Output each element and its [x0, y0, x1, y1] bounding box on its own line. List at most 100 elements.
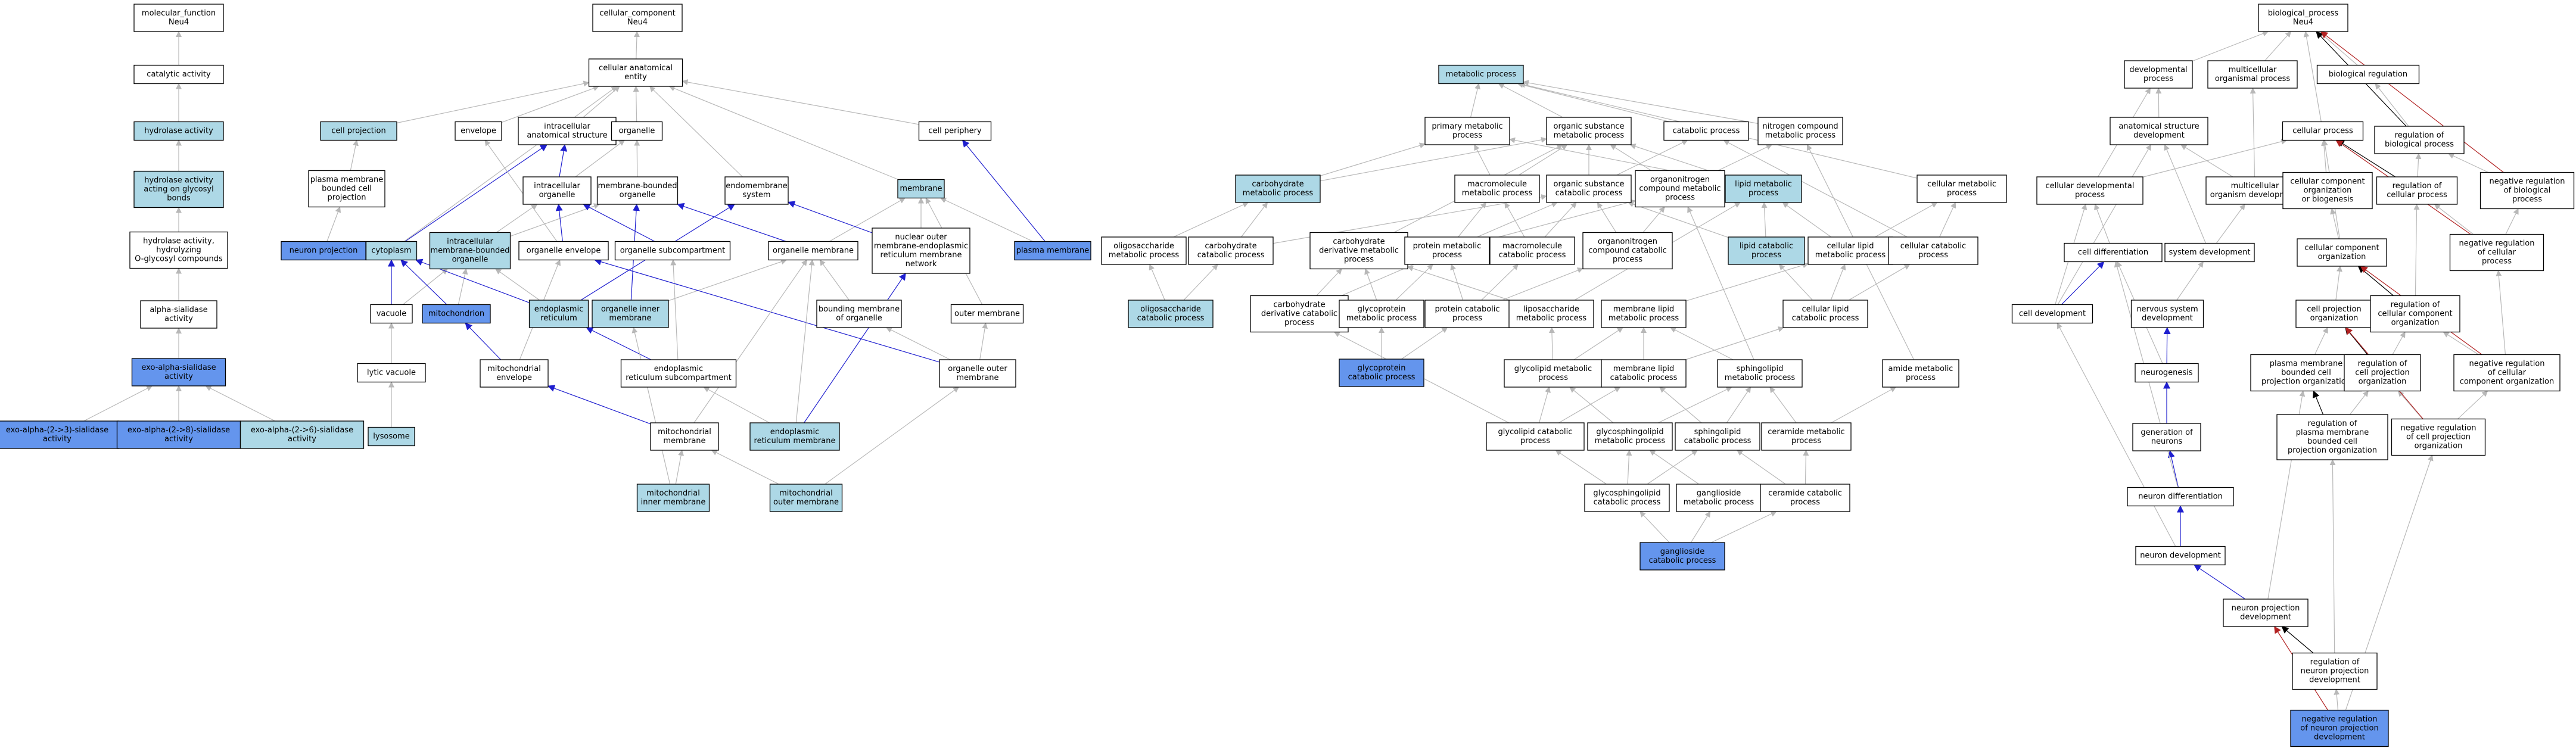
go-term-box — [1339, 300, 1424, 328]
edge-is-a — [2434, 204, 2474, 235]
edge-is-a — [583, 86, 620, 118]
go-term-box — [1489, 236, 1575, 265]
go-term-box — [2124, 60, 2193, 89]
edge-is-a — [1395, 264, 1433, 301]
edge-is-a — [2443, 331, 2479, 356]
go-term-label-line: lysosome — [373, 432, 409, 441]
edge-is-a — [940, 197, 1034, 242]
go-term-box — [1601, 300, 1687, 328]
edge-is-a — [501, 85, 599, 123]
edge-is-a — [1504, 202, 1525, 238]
go-term-label-line: network — [906, 260, 937, 269]
edge-is-a — [2335, 266, 2342, 301]
go-term-label-line: organelle — [539, 191, 575, 200]
go-term-label-line: Neu4 — [2293, 18, 2313, 27]
go-term-label-line: cellular developmental — [2046, 182, 2135, 191]
go-term-box — [2449, 233, 2544, 272]
edge-is-a — [2057, 322, 2176, 547]
go-term-label-line: neurogenesis — [2141, 369, 2192, 378]
edge-is-a — [326, 206, 341, 242]
go-term-label-line: membrane-endoplasmic — [874, 242, 968, 251]
edge-is-a — [1498, 83, 1563, 118]
edge-is-a — [2250, 88, 2256, 177]
go-term-node-lytic: lytic vacuole — [357, 363, 426, 383]
go-term-box — [1454, 174, 1540, 203]
go-term-label-line: nervous system — [2136, 305, 2198, 314]
go-term-node-lysosome: lysosome — [368, 426, 415, 447]
go-term-node-catalytic: catalytic activity — [133, 64, 224, 85]
go-term-label-line: cell projection — [2355, 369, 2409, 378]
go-term-box — [2011, 304, 2093, 324]
go-term-label-line: hydrolase activity — [144, 127, 213, 136]
go-term-label-line: process — [1432, 251, 1462, 260]
go-term-label-line: catabolic process — [1348, 373, 1415, 382]
go-term-label-line: development — [2309, 676, 2360, 685]
go-term-box — [368, 426, 415, 447]
go-term-box — [2282, 121, 2364, 141]
edge-is-a — [403, 86, 618, 242]
go-term-box — [1582, 232, 1673, 270]
go-term-box — [2282, 172, 2373, 210]
go-term-label-line: metabolic process — [1595, 437, 1666, 445]
go-term-label-line: cellular lipid — [1827, 242, 1874, 251]
edge-part-of — [586, 327, 652, 360]
edge-is-a — [2334, 688, 2340, 710]
go-term-node-organelle: organelle — [611, 121, 663, 141]
go-term-box — [1757, 117, 1843, 145]
go-term-box — [768, 241, 858, 261]
go-term-label-line: organic substance — [1554, 122, 1625, 131]
edge-part-of — [2167, 450, 2179, 488]
go-term-node-bioreg: biological regulation — [2316, 64, 2420, 85]
go-term-label-line: catabolic process — [1555, 189, 1623, 198]
edge-part-of — [583, 204, 655, 242]
go-term-label-line: of cell projection — [2406, 433, 2471, 442]
go-term-box — [950, 304, 1024, 324]
go-term-label-line: bounded cell — [2307, 437, 2357, 446]
edge-regulates — [2313, 390, 2324, 415]
go-term-label-line: outer membrane — [954, 310, 1020, 319]
edge-regulates — [2345, 327, 2368, 355]
go-term-label-line: sphingolipid — [1694, 428, 1741, 437]
go-term-label-line: membrane lipid — [1613, 364, 1675, 373]
go-term-box — [522, 176, 592, 205]
go-term-box — [588, 58, 683, 87]
edge-is-a — [2329, 459, 2336, 653]
go-term-label-line: negative regulation — [2301, 715, 2377, 724]
go-term-box — [2132, 423, 2201, 451]
go-term-box — [140, 300, 217, 329]
go-term-label-line: organelle — [620, 191, 656, 200]
go-term-label-line: organelle outer — [948, 364, 1007, 373]
go-term-label-line: of biological — [2504, 186, 2551, 195]
go-term-label-line: organization — [2359, 378, 2407, 387]
edge-is-a — [2192, 30, 2269, 62]
go-term-label-line: derivative catabolic — [1261, 310, 1337, 319]
go-term-label-line: cell projection — [331, 127, 385, 136]
edge-is-a — [2496, 270, 2506, 355]
edge-is-a — [2350, 390, 2369, 415]
go-term-label-line: membrane-bounded — [430, 247, 509, 255]
go-term-box — [2479, 172, 2575, 210]
go-term-box — [1250, 295, 1349, 333]
go-term-box — [116, 420, 241, 449]
go-term-label-line: organization — [2318, 253, 2366, 261]
edge-is-a — [1364, 268, 1377, 301]
go-term-box — [1663, 121, 1749, 141]
go-term-label-line: organism development — [2210, 191, 2300, 200]
go-term-label-line: compound metabolic — [1639, 185, 1721, 194]
edge-is-a — [1316, 268, 1342, 296]
go-term-label-line: envelope — [461, 127, 496, 136]
go-term-label-line: metabolic process — [1554, 131, 1625, 140]
go-term-label-line: cellular metabolic — [1927, 180, 1996, 189]
